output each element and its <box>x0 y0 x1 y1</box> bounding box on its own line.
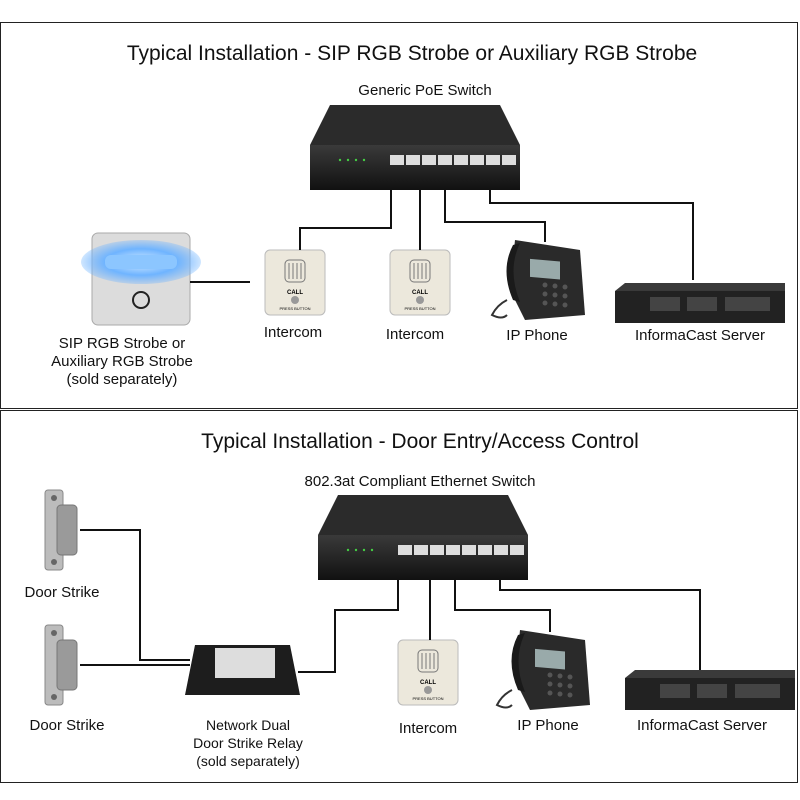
bottom-intercom <box>397 639 459 706</box>
bottom-ethernet-switch <box>318 495 528 580</box>
top-panel <box>0 22 798 409</box>
bottom-informacast-server <box>625 670 795 710</box>
strobe-label-line: SIP RGB Strobe or <box>58 335 186 352</box>
bottom-server-label: InformaCast Server <box>636 717 768 734</box>
door-strike-1-label: Door Strike <box>24 584 100 601</box>
top-poe-switch <box>310 105 520 190</box>
bottom-ip-phone-label: IP Phone <box>517 717 579 734</box>
ip-phone <box>491 239 586 321</box>
intercom-1-label: Intercom <box>263 324 323 341</box>
relay-label-line: (sold separately) <box>196 753 300 769</box>
intercom-2-label: Intercom <box>385 326 445 343</box>
server-label: InformaCast Server <box>634 327 766 344</box>
informacast-server <box>615 283 785 323</box>
top-title: Typical Installation - SIP RGB Strobe or… <box>126 42 698 65</box>
bottom-title: Typical Installation - Door Entry/Access… <box>201 430 639 453</box>
intercom-1 <box>264 249 326 316</box>
bottom-panel <box>0 410 798 783</box>
top-switch-label: Generic PoE Switch <box>358 82 492 99</box>
relay-label-line: Network Dual <box>205 717 291 733</box>
relay-label: Network Dual Door Strike Relay (sold sep… <box>193 716 303 770</box>
door-strike-1 <box>44 489 78 571</box>
bottom-wires <box>80 529 701 673</box>
top-wires <box>190 190 694 283</box>
strobe-label-line: Auxiliary RGB Strobe <box>51 353 193 370</box>
ip-phone-label: IP Phone <box>506 327 568 344</box>
strobe-device <box>81 232 201 326</box>
bottom-switch-label: 802.3at Compliant Ethernet Switch <box>304 473 536 490</box>
bottom-intercom-label: Intercom <box>398 720 458 737</box>
door-strike-relay <box>185 645 300 695</box>
intercom-2 <box>389 249 451 316</box>
strobe-label: SIP RGB Strobe or Auxiliary RGB Strobe (… <box>51 335 193 389</box>
strobe-label-line: (sold separately) <box>66 371 178 388</box>
door-strike-2-label: Door Strike <box>29 717 105 734</box>
door-strike-2 <box>44 624 78 706</box>
bottom-ip-phone <box>496 629 591 711</box>
relay-label-line: Door Strike Relay <box>193 735 303 751</box>
